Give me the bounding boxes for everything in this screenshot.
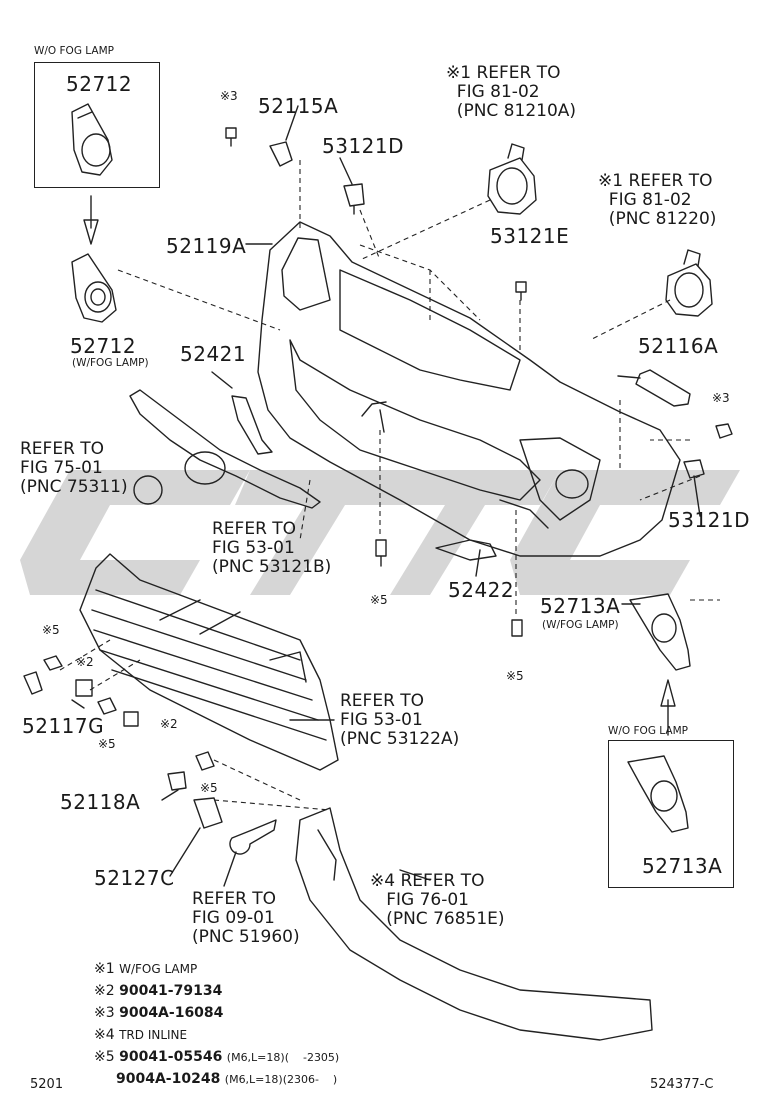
mark-3-right: ※3 xyxy=(712,391,730,405)
legend-text: 9004A-16084 xyxy=(119,1005,224,1021)
part-52712-lower: 52712 xyxy=(70,334,137,358)
part-52118A: 52118A xyxy=(60,790,141,814)
legend-mark: ※1 xyxy=(94,961,115,977)
part-52117G: 52117G xyxy=(22,714,105,738)
legend-detail: (M6,L=18)(2306- ) xyxy=(224,1073,338,1086)
ref-53122A: REFER TO FIG 53-01 (PNC 53122A) xyxy=(340,691,460,749)
part-52421: 52421 xyxy=(180,342,247,366)
mark-5-bottom: ※5 xyxy=(200,781,218,795)
front-bumper-cover-shape xyxy=(257,221,681,557)
legend-row: ※3 9004A-16084 xyxy=(94,1006,223,1020)
ref-51960: REFER TO FIG 09-01 (PNC 51960) xyxy=(192,889,300,947)
ref-75311: REFER TO FIG 75-01 (PNC 75311) xyxy=(20,439,128,497)
fog-lamp-left-shape xyxy=(487,143,537,215)
radiator-grille-shape xyxy=(79,553,339,771)
legend-mark: ※2 xyxy=(94,983,115,999)
legend-row: ※5 90041-05546 (M6,L=18)( -2305) xyxy=(94,1050,339,1064)
ref-53121B: REFER TO FIG 53-01 (PNC 53121B) xyxy=(212,519,332,577)
ref-76851E: ※4 REFER TO FIG 76-01 (PNC 76851E) xyxy=(370,871,505,929)
inset-title-right: W/O FOG LAMP xyxy=(608,725,688,737)
upper-grille-molding-shape xyxy=(129,389,321,509)
fog-lamp-right-shape xyxy=(665,249,713,317)
mark-5-center: ※5 xyxy=(370,593,388,607)
legend-text: TRD INLINE xyxy=(119,1028,188,1042)
fog-lamp-cover-52713A-shape xyxy=(629,593,691,671)
legend-row: ※2 90041-79134 xyxy=(94,984,222,998)
inset-part-right: 52713A xyxy=(642,854,723,878)
part-53121D-right: 53121D xyxy=(668,508,751,532)
legend-mark: ※5 xyxy=(94,1049,115,1065)
part-52712-note: (W/FOG LAMP) xyxy=(72,357,149,369)
inset-title-left: W/O FOG LAMP xyxy=(34,45,114,57)
footer-page-code: 5201 xyxy=(30,1077,64,1092)
legend-row: 9004A-10248 (M6,L=18)(2306- ) xyxy=(116,1072,337,1086)
fog-lamp-cover-52713A-inset-shape xyxy=(627,755,689,833)
part-52422: 52422 xyxy=(448,578,515,602)
legend-detail: (M6,L=18)( -2305) xyxy=(226,1051,340,1064)
inset-box-left xyxy=(34,62,160,188)
legend-text: 9004A-10248 xyxy=(116,1071,221,1087)
footer-figure-id: 524377-C xyxy=(650,1077,714,1092)
part-53121E: 53121E xyxy=(490,224,570,248)
mark-2-a: ※2 xyxy=(76,655,94,669)
legend-row: ※4 TRD INLINE xyxy=(94,1028,187,1042)
part-53121D-top: 53121D xyxy=(322,134,405,158)
mark-5-lower-left: ※5 xyxy=(98,737,116,751)
legend-mark: ※3 xyxy=(94,1005,115,1021)
inset-box-right xyxy=(608,740,734,888)
mark-2-b: ※2 xyxy=(160,717,178,731)
mark-5-left: ※5 xyxy=(42,623,60,637)
emblem-circle xyxy=(133,475,163,505)
inset-part-left: 52712 xyxy=(66,72,133,96)
fog-lamp-cover-52712-shape xyxy=(71,253,117,323)
part-52119A: 52119A xyxy=(166,234,247,258)
part-52115A: 52115A xyxy=(258,94,339,118)
legend-text: 90041-05546 xyxy=(119,1049,223,1065)
legend-row: ※1 W/FOG LAMP xyxy=(94,962,197,976)
legend-mark: ※4 xyxy=(94,1027,115,1043)
part-52713A: 52713A xyxy=(540,594,621,618)
mark-3-top: ※3 xyxy=(220,89,238,103)
fog-lamp-cover-52712-inset-shape xyxy=(71,103,113,176)
part-52713A-note: (W/FOG LAMP) xyxy=(542,619,619,631)
ref-81210A: ※1 REFER TO FIG 81-02 (PNC 81210A) xyxy=(446,63,577,121)
part-52116A: 52116A xyxy=(638,334,719,358)
ref-81220: ※1 REFER TO FIG 81-02 (PNC 81220) xyxy=(598,171,717,229)
legend-text: 90041-79134 xyxy=(119,983,223,999)
mark-5-bumper: ※5 xyxy=(506,669,524,683)
legend-text: W/FOG LAMP xyxy=(119,962,198,976)
lower-spoiler-shape xyxy=(295,807,653,1041)
part-52127C: 52127C xyxy=(94,866,175,890)
